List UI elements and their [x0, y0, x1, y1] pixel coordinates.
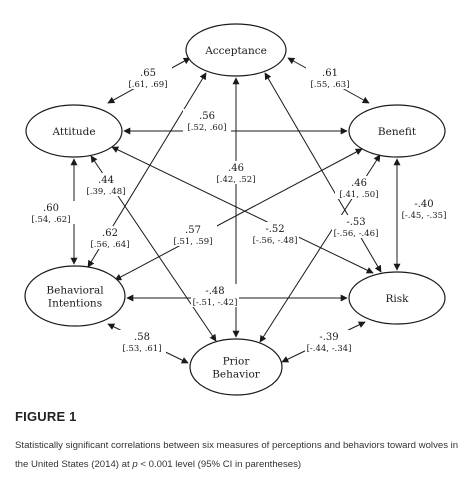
node-ellipse — [25, 104, 123, 158]
edge-confidence-interval: [.56, .64] — [90, 240, 129, 250]
node-ellipse — [189, 338, 283, 396]
edge-coefficient: -.39 — [319, 332, 338, 343]
edge-coefficient: .44 — [98, 175, 114, 186]
node-label: Attitude — [51, 126, 95, 138]
edge-confidence-interval: [.54, .62] — [31, 215, 70, 225]
node-risk: Risk — [348, 271, 446, 325]
edge-label-background — [124, 66, 172, 89]
edge-label-behavioral-risk: -.48[-.51, -.42] — [191, 284, 239, 308]
edge-label-risk-prior: -.39[-.44, -.34] — [305, 330, 353, 354]
edge-coefficient: .46 — [351, 178, 367, 189]
edge-label-background — [86, 226, 134, 249]
edge-label-background — [306, 66, 354, 89]
edge-coefficient: .46 — [228, 163, 244, 174]
node-ellipse — [24, 265, 126, 327]
node-label: Benefit — [378, 126, 417, 138]
edge-coefficient: .62 — [102, 228, 118, 239]
caption-p-symbol: p — [132, 459, 138, 470]
edge-confidence-interval: [.52, .60] — [187, 123, 226, 133]
edge-label-attitude-prior: .44[.39, .48] — [82, 173, 130, 197]
edge-label-background — [191, 284, 239, 307]
edge-coefficient: -.48 — [205, 286, 224, 297]
edge-label-behavioral-prior: .58[.53, .61] — [118, 330, 166, 354]
edge-label-background — [27, 201, 75, 224]
node-label: Intentions — [48, 298, 102, 310]
node-label: Prior — [223, 356, 251, 368]
edge-coefficient: .65 — [140, 68, 156, 79]
edge-label-benefit-behavioral: .57[.51, .59] — [169, 223, 217, 247]
edge-coefficient: .61 — [322, 68, 338, 79]
edge-label-benefit-risk: -.40[-.45, -.35] — [400, 197, 448, 221]
edge-label-background — [400, 197, 448, 220]
edge-label-background — [251, 222, 299, 245]
edge-confidence-interval: [.41, .50] — [339, 190, 378, 200]
node-label: Acceptance — [204, 45, 267, 57]
edge-coefficient: -.52 — [265, 224, 284, 235]
edge-coefficient: .60 — [43, 203, 59, 214]
edge-label-acceptance-risk: -.53[-.56, -.46] — [332, 215, 380, 239]
node-attitude: Attitude — [25, 104, 123, 158]
edge-coefficient: .56 — [199, 111, 215, 122]
edge-label-background — [82, 173, 130, 196]
edge-confidence-interval: [-.56, -.46] — [334, 229, 379, 239]
edge-label-background — [335, 176, 383, 199]
edge-label-benefit-prior: .46[.41, .50] — [335, 176, 383, 200]
edge-label-background — [169, 223, 217, 246]
edge-label-attitude-benefit: .56[.52, .60] — [183, 109, 231, 133]
node-label: Behavioral — [46, 285, 104, 297]
edge-label-background — [118, 330, 166, 353]
node-ellipse — [348, 271, 446, 325]
edge-confidence-interval: [-.45, -.35] — [402, 211, 447, 221]
node-acceptance: Acceptance — [185, 23, 287, 77]
edges-layer — [70, 57, 401, 364]
node-benefit: Benefit — [348, 104, 446, 158]
edge-confidence-interval: [.61, .69] — [128, 80, 167, 90]
edge-label-acceptance-attitude: .65[.61, .69] — [124, 66, 172, 90]
edge-confidence-interval: [.51, .59] — [173, 237, 212, 247]
figure-heading: FIGURE 1 — [15, 409, 77, 424]
edge-label-acceptance-behavioral: .62[.56, .64] — [86, 226, 134, 250]
edge-label-attitude-risk: -.52[-.56, -.48] — [251, 222, 299, 246]
edge-label-acceptance-prior: .46[.42, .52] — [212, 161, 260, 185]
edge-confidence-interval: [.39, .48] — [86, 187, 125, 197]
node-label: Behavior — [212, 369, 261, 381]
node-ellipse — [348, 104, 446, 158]
edge-label-background — [305, 330, 353, 353]
edge-label-background — [332, 215, 380, 238]
edge-coefficient: -.40 — [414, 199, 433, 210]
figure-caption: Statistically significant correlations b… — [15, 436, 465, 474]
edge-confidence-interval: [-.51, -.42] — [193, 298, 238, 308]
caption-text-end: < 0.001 level (95% CI in parentheses) — [137, 459, 302, 470]
edge-confidence-interval: [.53, .61] — [122, 344, 161, 354]
edge-label-background — [212, 161, 260, 184]
caption-text: Statistically significant correlations b… — [15, 440, 459, 470]
edge-coefficient: .58 — [134, 332, 150, 343]
edge-label-attitude-behavioral: .60[.54, .62] — [27, 201, 75, 225]
edge-coefficient: .57 — [185, 225, 201, 236]
edge-confidence-interval: [-.56, -.48] — [253, 236, 298, 246]
edge-confidence-interval: [-.44, -.34] — [307, 344, 352, 354]
edge-confidence-interval: [.42, .52] — [216, 175, 255, 185]
edge-label-acceptance-benefit: .61[.55, .63] — [306, 66, 354, 90]
edge-label-background — [183, 109, 231, 132]
labels-layer: .65[.61, .69] .61[.55, .63] .56[.52, .60].… — [27, 66, 448, 354]
node-ellipse — [185, 23, 287, 77]
edge-coefficient: -.53 — [346, 217, 365, 228]
edge-confidence-interval: [.55, .63] — [310, 80, 349, 90]
node-label: Risk — [385, 293, 409, 305]
